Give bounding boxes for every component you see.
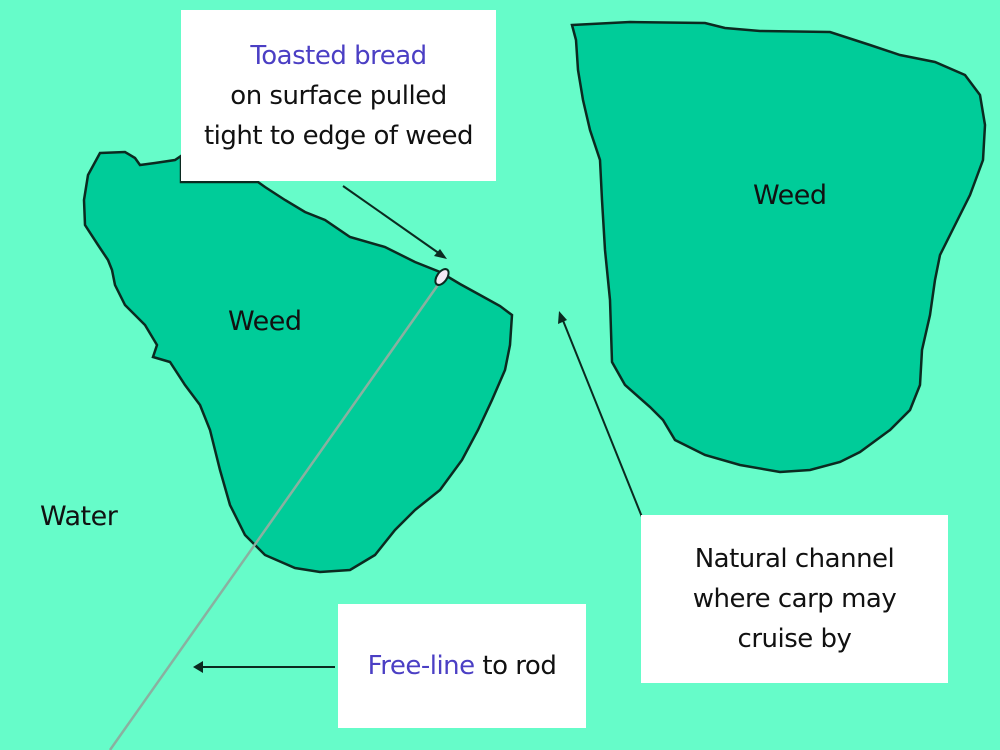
weed-left-label: Weed — [228, 306, 302, 337]
arrowhead-icon — [558, 311, 567, 324]
arrowhead-icon — [193, 661, 203, 673]
arrowhead-icon — [434, 249, 447, 259]
channel-callout-line1: Natural channel — [694, 544, 895, 574]
channel-callout-line2: where carp may — [692, 584, 897, 614]
channel-pointer-arrow — [561, 317, 643, 518]
freeline-callout-rest: to rod — [474, 651, 557, 681]
bait-callout: Toasted bread on surface pulled tight to… — [181, 10, 496, 181]
water-label: Water — [40, 501, 118, 532]
weed-right-label: Weed — [753, 180, 827, 211]
bait-callout-line3: tight to edge of weed — [203, 120, 474, 151]
channel-callout: Natural channel where carp may cruise by — [641, 515, 948, 683]
channel-callout-line3: cruise by — [737, 624, 852, 654]
bait-callout-title: Toasted bread — [250, 40, 427, 71]
bait-pointer-arrow — [342, 185, 441, 255]
freeline-callout-highlight: Free-line — [367, 651, 475, 681]
weed-bed-right — [570, 20, 987, 474]
bait-callout-line2: on surface pulled — [230, 80, 447, 111]
weed-bed-left — [82, 150, 514, 574]
bread-bait-icon — [434, 268, 450, 286]
fishing-line — [108, 281, 442, 750]
freeline-callout: Free-line to rod — [338, 604, 586, 728]
